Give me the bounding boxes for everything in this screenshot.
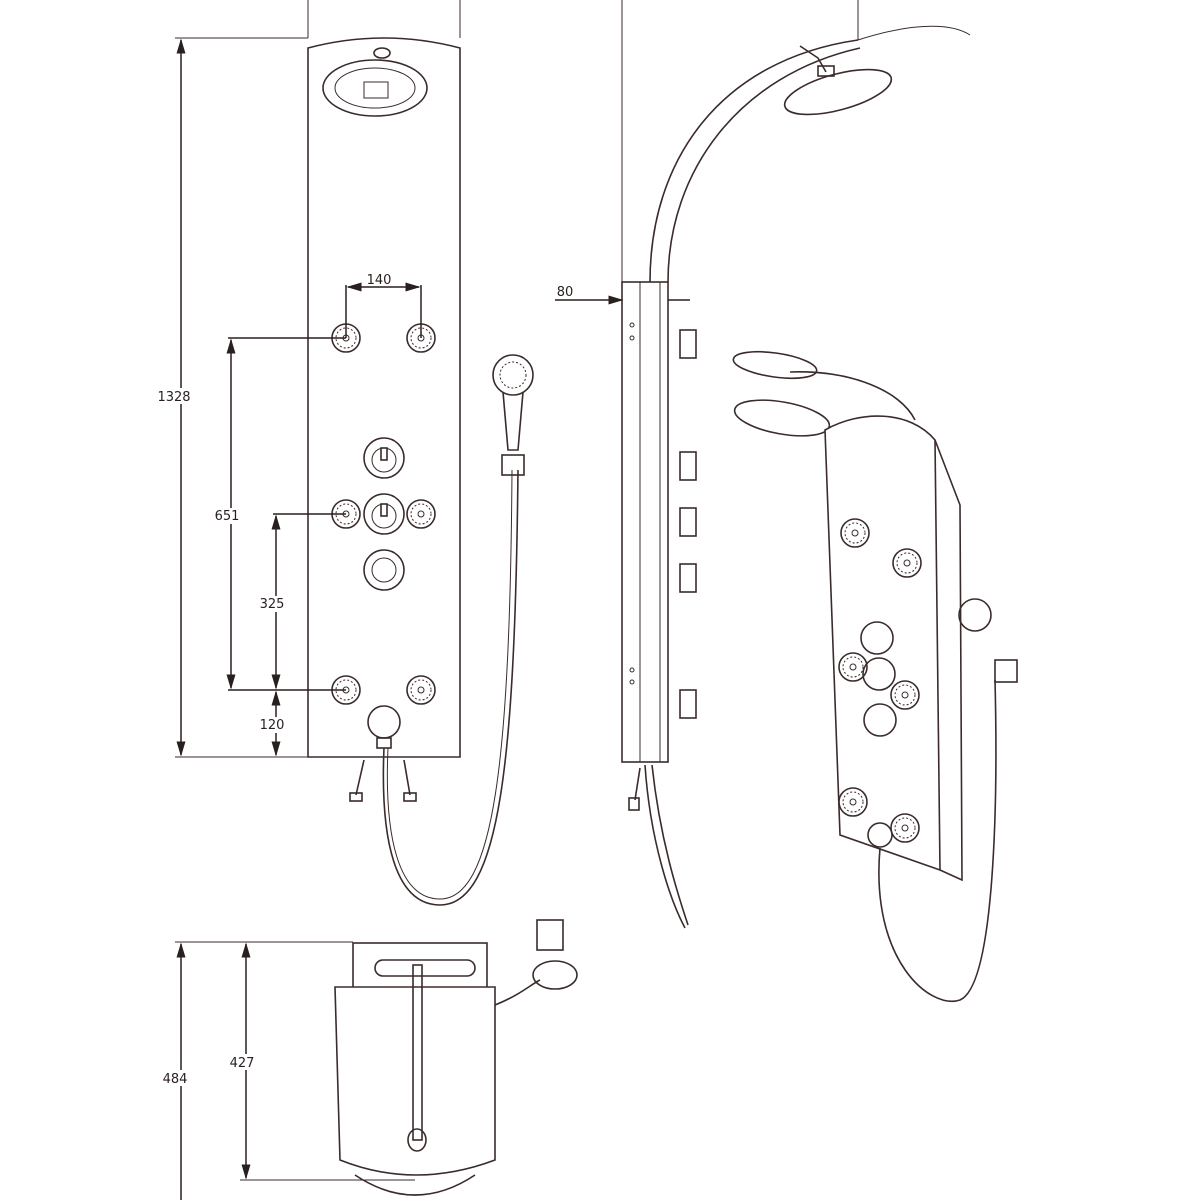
dim-top-view-depth: 484 <box>163 1072 188 1087</box>
control-knob-icon <box>860 621 894 655</box>
dim-lower-jet-height: 120 <box>260 718 285 733</box>
body-jet-icon <box>406 675 436 705</box>
hand-shower-top-icon <box>532 960 578 990</box>
body-jet-icon <box>838 787 868 817</box>
side-view: 80 <box>555 0 971 929</box>
rain-head-side-icon <box>783 45 893 116</box>
body-jet-icon <box>892 548 922 578</box>
top-view-panel <box>334 986 496 1176</box>
body-jet-icon <box>406 499 436 529</box>
hand-shower-icon <box>492 354 534 476</box>
front-dimensions: 1328 140 651 325 120 <box>157 37 422 758</box>
dim-total-height: 1328 <box>157 390 190 405</box>
control-knob-icon <box>363 549 405 591</box>
dim-upper-jet-height: 651 <box>215 509 240 524</box>
shower-arm <box>649 39 859 283</box>
side-controls <box>679 329 697 719</box>
shower-hose <box>382 469 519 906</box>
hose-connector-icon <box>867 822 893 848</box>
rain-head-icon <box>322 47 428 117</box>
control-knob-icon <box>363 437 405 479</box>
panel-outline <box>307 37 461 758</box>
dim-middle-jet-height: 325 <box>260 597 285 612</box>
rain-head-iso-icon <box>732 350 818 380</box>
body-jet-icon <box>890 680 920 710</box>
control-knob-icon <box>363 493 405 535</box>
control-knob-icon <box>863 703 897 737</box>
body-jet-icon <box>840 518 870 548</box>
hand-shower-iso-icon <box>958 598 992 632</box>
side-panel-outline <box>621 281 669 763</box>
control-knob-icon <box>862 657 896 691</box>
isometric-view <box>732 350 1018 1002</box>
dim-jet-spacing: 140 <box>367 273 392 288</box>
dim-top-view-panel-depth: 427 <box>230 1056 255 1071</box>
body-jet-icon <box>890 813 920 843</box>
hose-connector-icon <box>367 705 401 749</box>
top-view: 484 427 <box>160 919 578 1200</box>
dim-panel-depth: 80 <box>557 285 574 300</box>
front-view <box>307 0 534 906</box>
